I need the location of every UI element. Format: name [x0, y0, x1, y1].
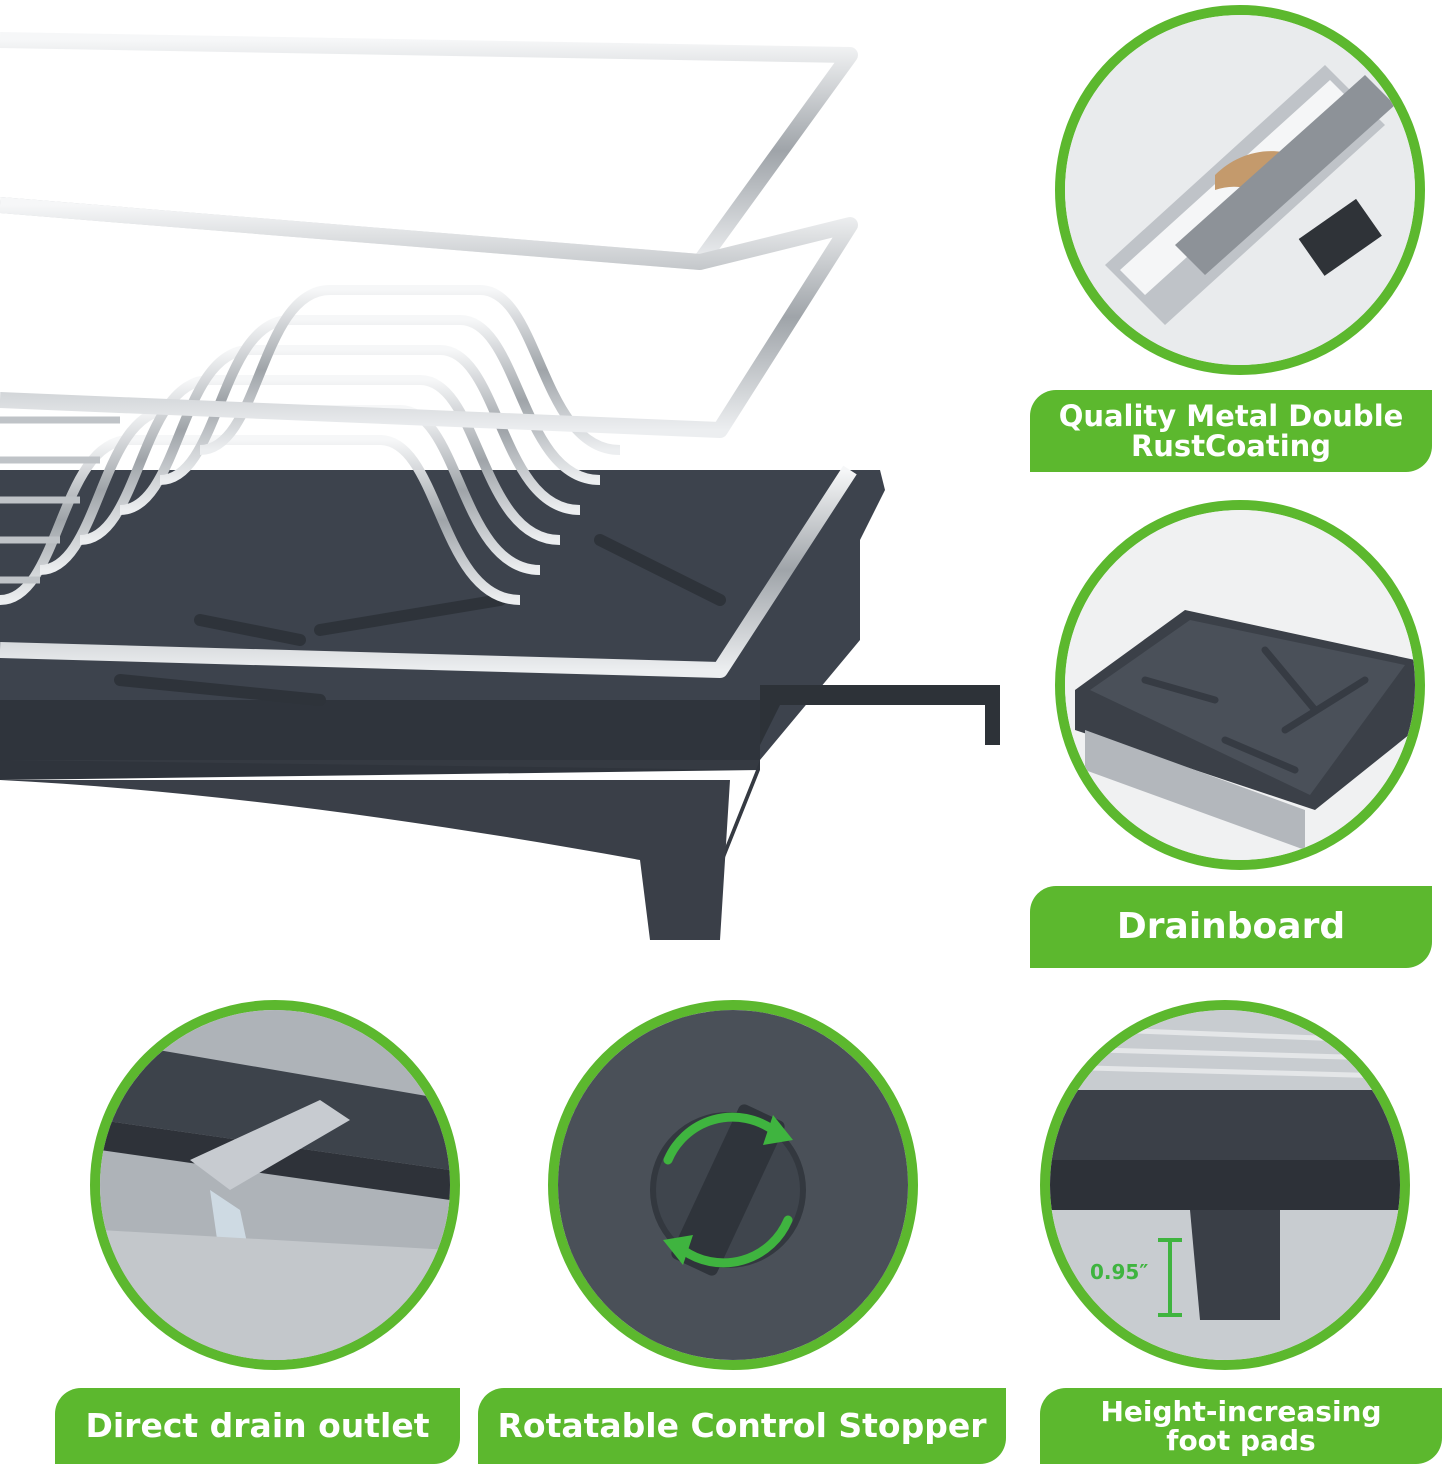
drainboard-circle [1055, 500, 1425, 870]
drainboard-text: Drainboard [1116, 906, 1346, 948]
metal-coating-label: Quality Metal Double RustCoating [1030, 390, 1432, 472]
stopper-label: Rotatable Control Stopper [478, 1388, 1006, 1464]
drainboard-image [1065, 510, 1415, 860]
drain-outlet-label: Direct drain outlet [55, 1388, 460, 1464]
dish-rack-illustration [0, 32, 1000, 940]
metal-coating-line1: Quality Metal Double [1058, 398, 1404, 433]
foot-pads-line1: Height-increasing [1100, 1394, 1382, 1428]
foot-pads-line2: foot pads [1166, 1424, 1316, 1457]
rotation-arrows-icon [663, 1112, 793, 1268]
foot-pads-image [1050, 1010, 1400, 1360]
foot-pads-circle: 0.95″ [1040, 1000, 1410, 1370]
drain-outlet-image [100, 1010, 450, 1360]
metal-coating-circle [1055, 5, 1425, 375]
metal-tube-cutaway-image [1065, 15, 1415, 365]
stopper-text: Rotatable Control Stopper [497, 1405, 987, 1445]
stopper-image [558, 1010, 908, 1360]
foot-pads-label: Height-increasing foot pads [1040, 1388, 1442, 1464]
drainboard-label: Drainboard [1030, 886, 1432, 968]
metal-coating-line2: RustCoating [1130, 429, 1332, 463]
foot-height-measure: 0.95″ [1090, 1260, 1149, 1284]
stopper-circle [548, 1000, 918, 1370]
drain-outlet-text: Direct drain outlet [85, 1405, 430, 1445]
hero-product-image [0, 0, 1010, 960]
drain-outlet-circle [90, 1000, 460, 1370]
